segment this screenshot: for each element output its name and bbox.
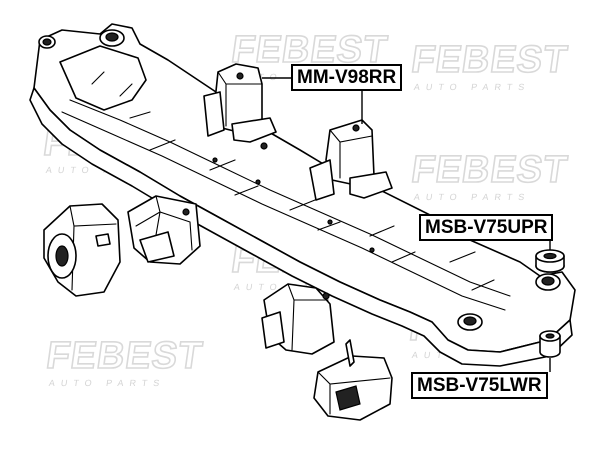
- bushing-msb-v75upr: [535, 249, 565, 273]
- watermark-sub: AUTO PARTS: [413, 82, 531, 92]
- left-bracket: [127, 195, 201, 265]
- center-lower-mount: [261, 283, 335, 355]
- part-label-mm-v98rr: MM-V98RR: [291, 64, 403, 91]
- watermark-sub: AUTO PARTS: [48, 378, 166, 388]
- bushing-msb-v75lwr: [539, 330, 561, 358]
- mount-mm-v98rr-upper: [203, 63, 277, 150]
- watermark-brand: FEBEST: [44, 334, 206, 377]
- bottom-mount: [313, 339, 393, 421]
- watermark-brand: FEBEST: [409, 148, 571, 191]
- part-label-msb-v75upr: MSB-V75UPR: [419, 214, 554, 241]
- left-bushing: [43, 203, 121, 297]
- leader-mm-v98rr: [262, 77, 363, 124]
- watermark-sub: AUTO PARTS: [413, 192, 531, 202]
- leader-lines: [262, 77, 551, 372]
- mount-mm-v98rr-lower: [309, 119, 393, 201]
- watermark-brand: FEBEST: [409, 38, 571, 81]
- part-label-msb-v75lwr: MSB-V75LWR: [411, 372, 548, 399]
